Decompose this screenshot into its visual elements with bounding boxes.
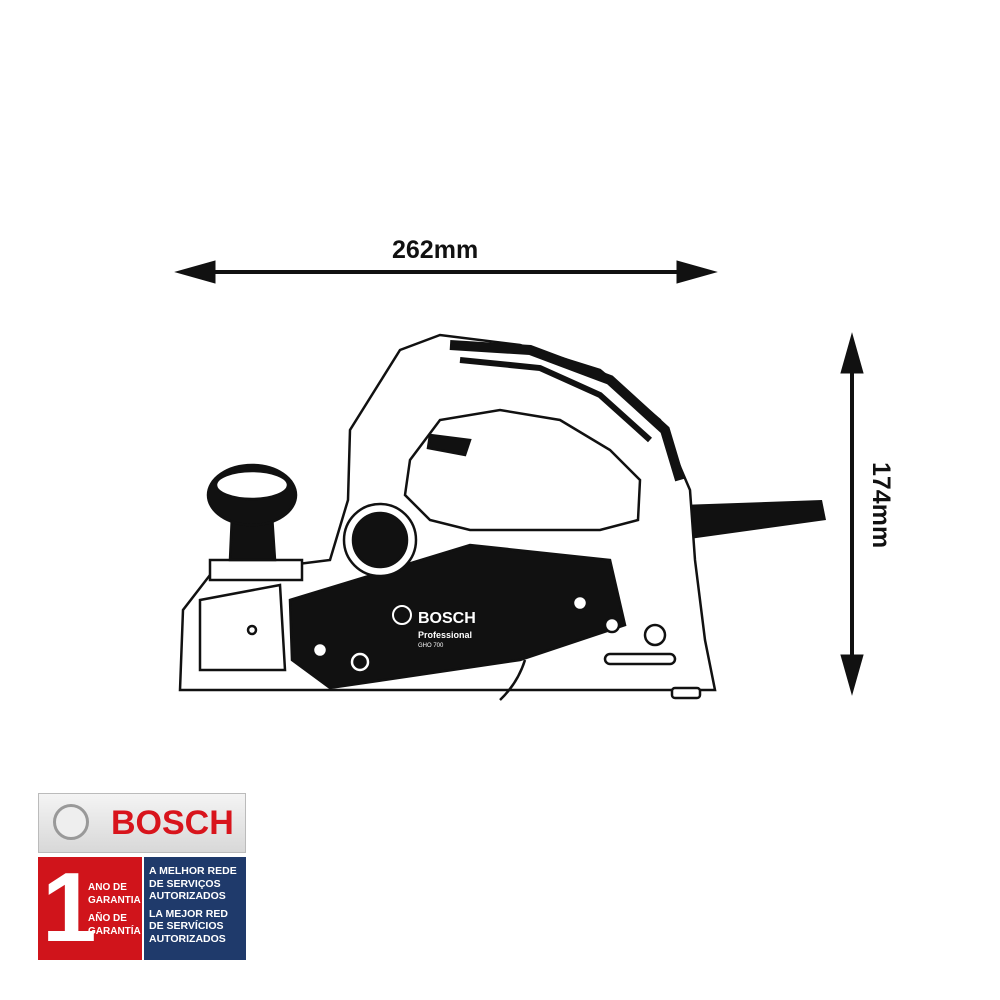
service-es-line: DE SERVÍCIOS bbox=[149, 920, 224, 932]
warranty-pt-1: ANO DE bbox=[88, 882, 127, 893]
warranty-pt-2: GARANTIA bbox=[88, 895, 141, 906]
bosch-armature-logo-icon bbox=[53, 804, 89, 840]
warranty-es-1: AÑO DE bbox=[88, 913, 127, 924]
tool-brand-text: BOSCH bbox=[418, 610, 476, 627]
warranty-es-2: GARANTÍA bbox=[88, 926, 141, 937]
warranty-badge: BOSCH 1 ANO DE GARANTIA AÑO DE GARANTÍA … bbox=[38, 793, 246, 962]
service-es-line: LA MEJOR RED bbox=[149, 907, 228, 920]
planer-body bbox=[178, 333, 717, 701]
tool-model-text: GHO 700 bbox=[418, 643, 444, 649]
service-pt-line: DE SERVIÇOS bbox=[149, 877, 221, 890]
tool-logo-plate: BOSCH Professional GHO 700 bbox=[392, 605, 476, 649]
warranty-years: 1 bbox=[42, 852, 97, 962]
front-knob bbox=[206, 463, 304, 582]
badge-brand-text: BOSCH bbox=[111, 804, 234, 842]
height-arrow bbox=[840, 332, 864, 696]
power-cord bbox=[680, 500, 826, 540]
service-pt-line: AUTORIZADOS bbox=[149, 890, 226, 902]
service-pt-line: A MELHOR REDE bbox=[149, 865, 237, 877]
badge-brand-bar: BOSCH bbox=[38, 793, 246, 853]
warranty-panel: 1 ANO DE GARANTIA AÑO DE GARANTÍA bbox=[38, 852, 142, 962]
service-es-line: AUTORIZADOS bbox=[149, 932, 226, 945]
service-panel: A MELHOR REDE DE SERVIÇOS AUTORIZADOS LA… bbox=[144, 857, 246, 960]
width-dimension-label: 262mm bbox=[392, 236, 479, 264]
width-arrow bbox=[174, 260, 718, 284]
tool-line-text: Professional bbox=[418, 630, 472, 640]
